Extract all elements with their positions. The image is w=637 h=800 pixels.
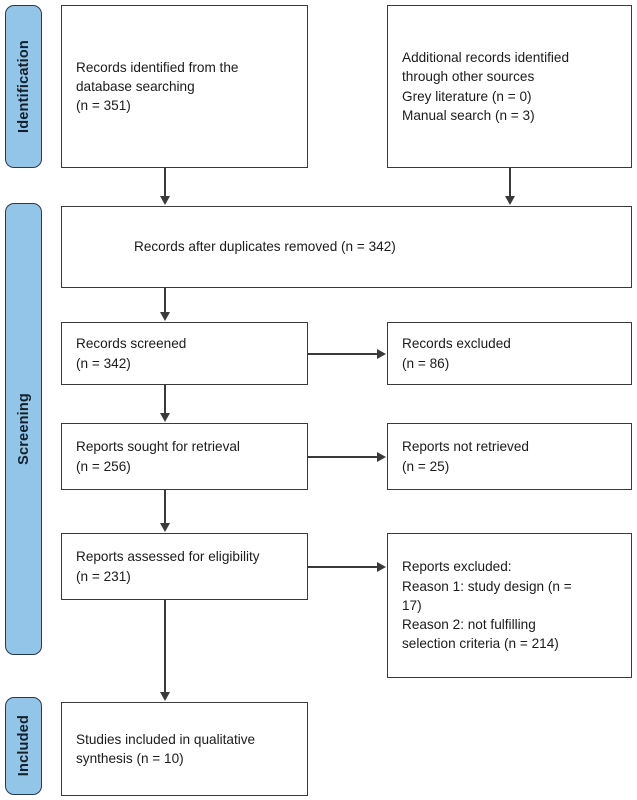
connector-identified-to-duplicates	[164, 168, 166, 197]
box-studies-included: Studies included in qualitative synthesi…	[61, 702, 308, 796]
connector-additional-to-duplicates	[509, 168, 511, 197]
connector-screened-to-sought	[164, 385, 166, 414]
arrowhead-duplicates-to-screened	[159, 312, 170, 321]
connector-sought-to-not-retrieved	[308, 456, 378, 458]
arrowhead-sought-to-assessed	[159, 523, 170, 532]
stage-label-screening: Screening	[15, 393, 32, 465]
box-reports-excluded: Reports excluded: Reason 1: study design…	[387, 533, 632, 678]
arrowhead-screened-to-sought	[159, 413, 170, 422]
stage-bar-identification: Identification	[5, 5, 42, 168]
connector-assessed-to-included	[164, 600, 166, 693]
box-studies-included-text: Studies included in qualitative synthesi…	[76, 731, 256, 766]
arrowhead-assessed-to-excluded	[377, 561, 386, 572]
box-records-identified: Records identified from the database sea…	[61, 5, 308, 168]
connector-sought-to-assessed	[164, 490, 166, 524]
connector-assessed-to-excluded	[308, 566, 378, 568]
connector-duplicates-to-screened	[164, 288, 166, 313]
stage-bar-screening: Screening	[5, 203, 42, 655]
stage-bar-included: Included	[5, 697, 42, 795]
arrowhead-assessed-to-included	[159, 692, 170, 701]
arrowhead-sought-to-not-retrieved	[377, 451, 386, 462]
arrowhead-screened-to-excluded	[377, 348, 386, 359]
stage-label-identification: Identification	[15, 39, 32, 134]
box-records-screened-text: Records screened (n = 342)	[76, 336, 187, 371]
arrowhead-identified-to-duplicates	[159, 196, 170, 205]
box-duplicates-removed-text: Records after duplicates removed (n = 34…	[134, 239, 396, 255]
box-reports-assessed-text: Reports assessed for eligibility (n = 23…	[76, 549, 260, 584]
box-reports-sought: Reports sought for retrieval (n = 256)	[61, 423, 308, 490]
box-records-excluded: Records excluded (n = 86)	[387, 322, 632, 385]
box-duplicates-removed: Records after duplicates removed (n = 34…	[61, 206, 632, 288]
box-reports-not-retrieved-text: Reports not retrieved (n = 25)	[402, 439, 529, 474]
box-additional-records-text: Additional records identified through ot…	[402, 49, 570, 123]
box-reports-assessed: Reports assessed for eligibility (n = 23…	[61, 533, 308, 600]
arrowhead-additional-to-duplicates	[504, 196, 515, 205]
box-records-screened: Records screened (n = 342)	[61, 322, 308, 385]
box-reports-sought-text: Reports sought for retrieval (n = 256)	[76, 439, 240, 474]
box-records-excluded-text: Records excluded (n = 86)	[402, 336, 511, 371]
box-additional-records: Additional records identified through ot…	[387, 5, 632, 168]
stage-label-included: Included	[15, 715, 32, 777]
box-reports-excluded-text: Reports excluded: Reason 1: study design…	[402, 559, 572, 652]
box-records-identified-text: Records identified from the database sea…	[76, 59, 239, 114]
connector-screened-to-excluded	[308, 353, 378, 355]
box-reports-not-retrieved: Reports not retrieved (n = 25)	[387, 423, 632, 490]
